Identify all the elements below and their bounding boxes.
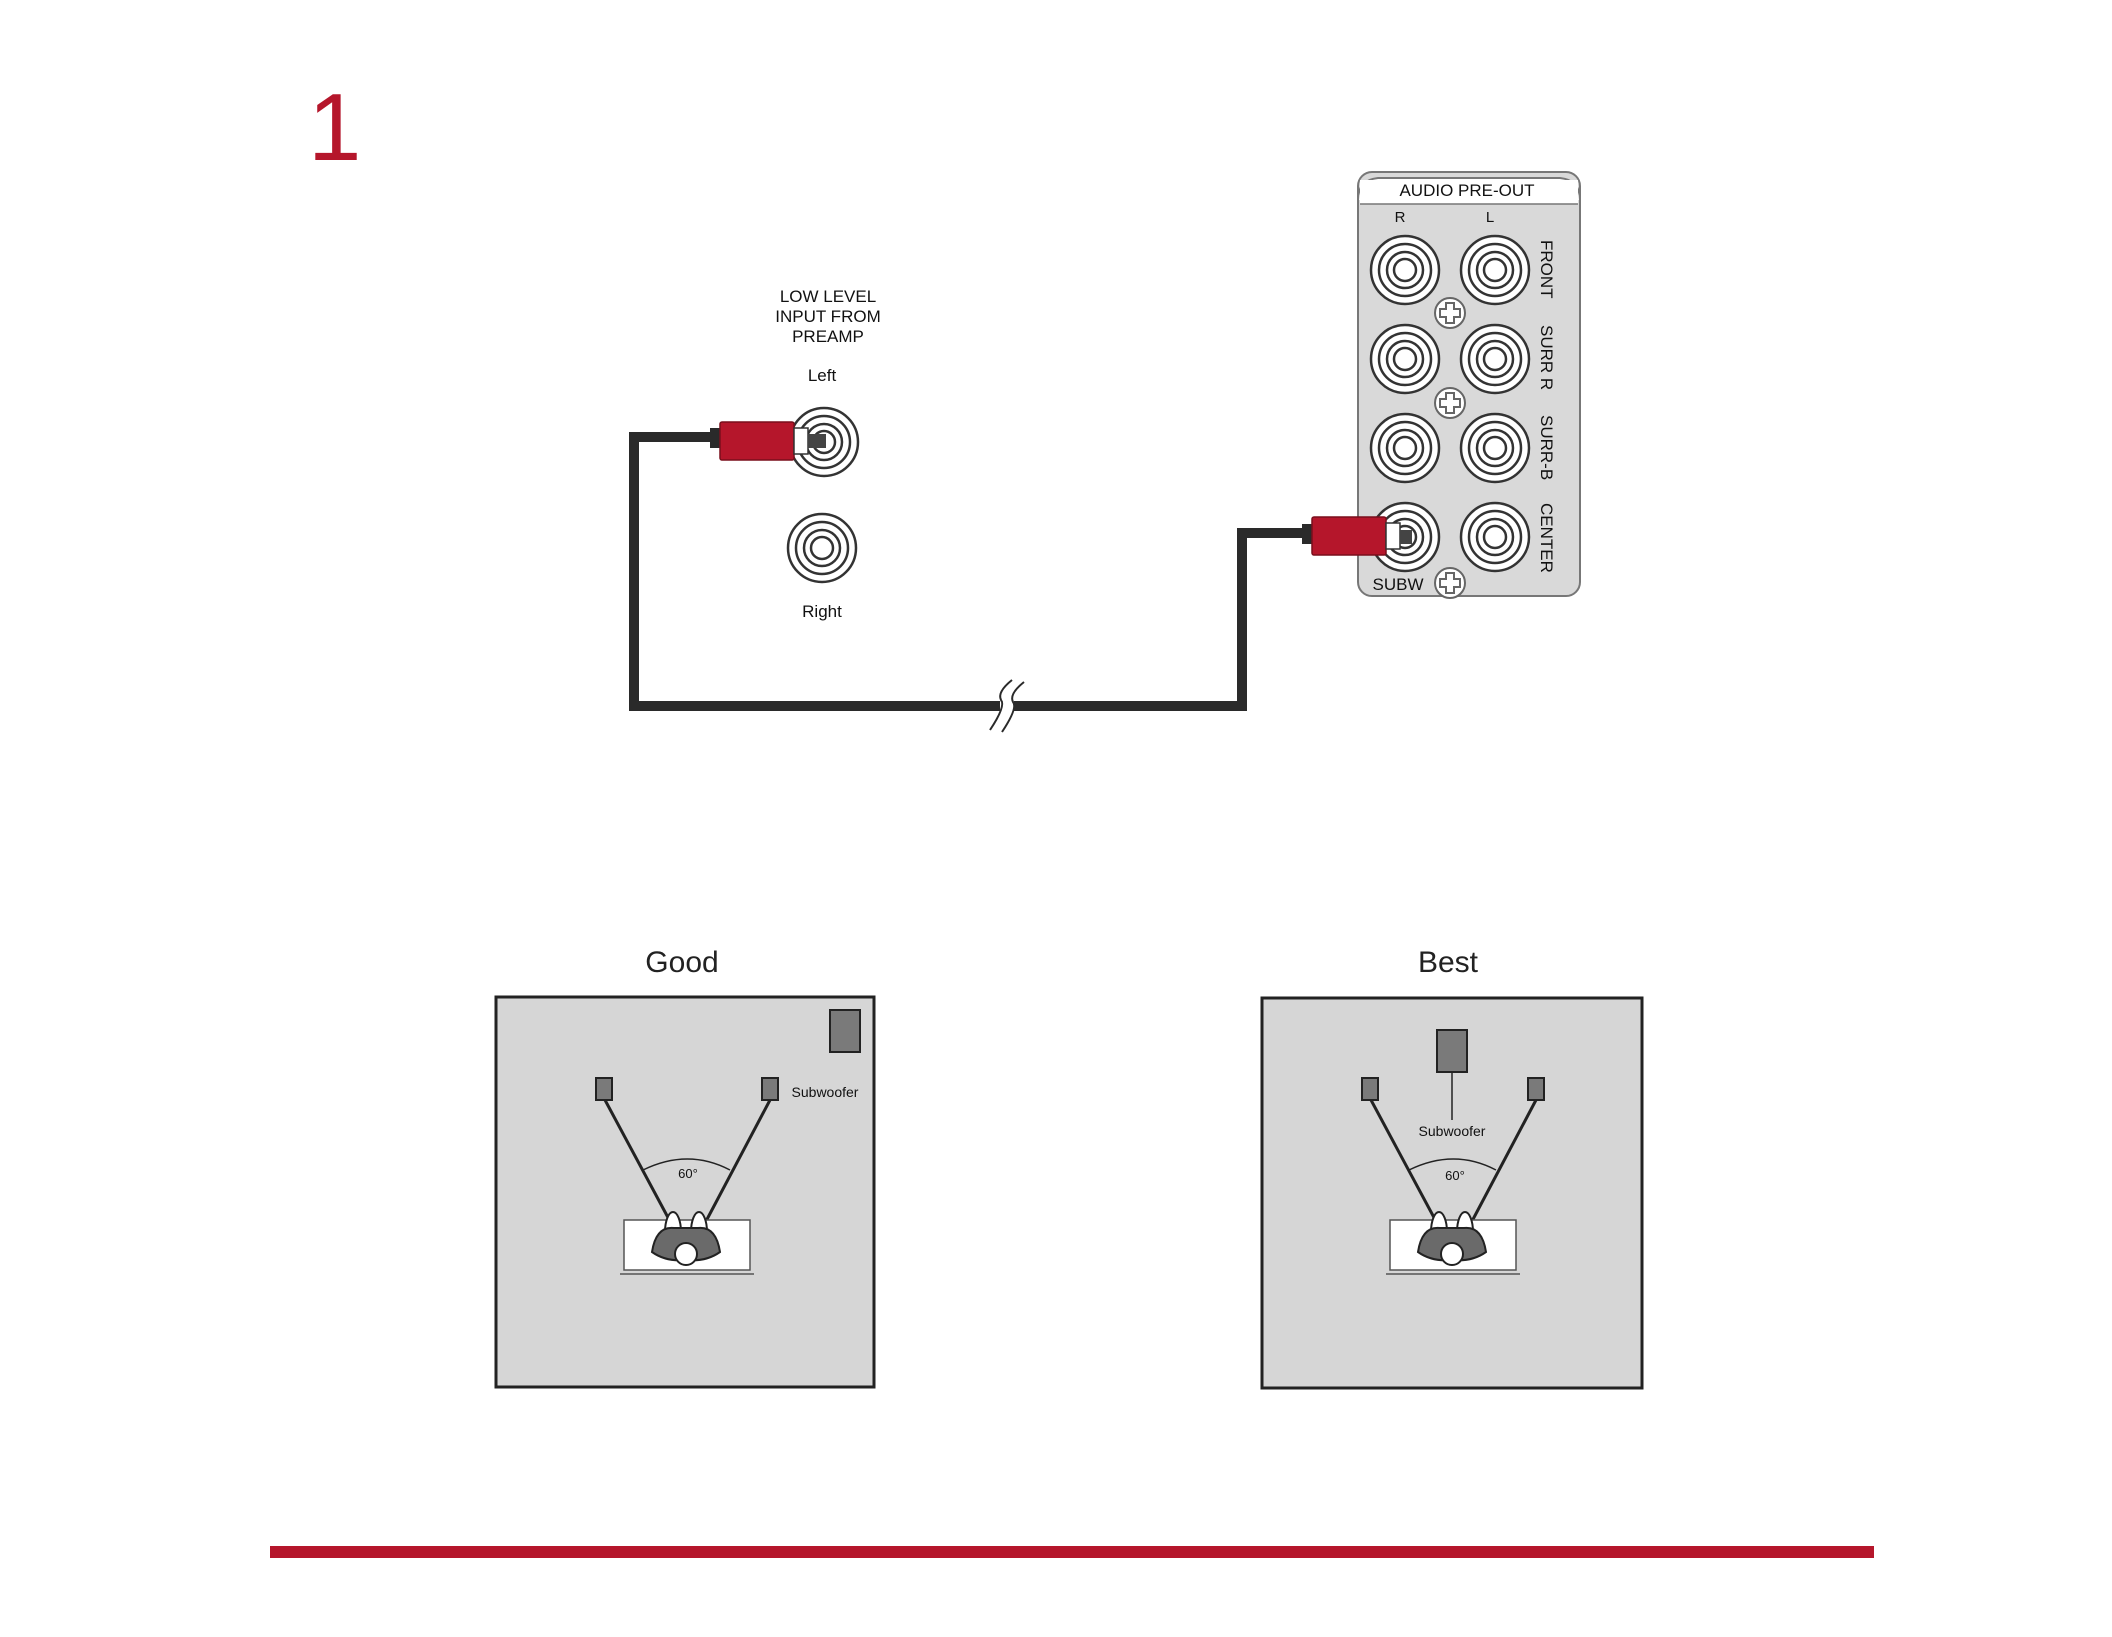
input-heading-line-3: PREAMP (792, 327, 864, 346)
surr-r-l-jack[interactable] (1461, 325, 1529, 393)
row-label-surr-b: SURR-B (1537, 415, 1556, 480)
subwoofer-cable (634, 437, 1310, 706)
low-level-input-heading: LOW LEVEL INPUT FROM PREAMP (775, 287, 880, 346)
best-right-speaker-icon (1528, 1078, 1544, 1100)
footer-accent-bar (270, 1546, 1874, 1558)
best-subwoofer-label: Subwoofer (1419, 1123, 1486, 1139)
input-heading-line-1: LOW LEVEL (780, 287, 876, 306)
good-subwoofer-label: Subwoofer (792, 1084, 859, 1100)
subw-label: SUBW (1373, 575, 1424, 594)
center-jack[interactable] (1461, 503, 1529, 571)
good-angle-label: 60° (678, 1166, 698, 1181)
best-title: Best (1418, 946, 1479, 979)
left-input-label: Left (808, 366, 837, 385)
good-left-speaker-icon (596, 1078, 612, 1100)
row-label-surr-r: SURR R (1537, 325, 1556, 390)
step-number: 1 (308, 74, 361, 181)
surr-b-l-jack[interactable] (1461, 414, 1529, 482)
subw-rca-plug (1302, 517, 1412, 555)
surr-b-r-jack[interactable] (1371, 414, 1439, 482)
preout-col-r: R (1395, 209, 1406, 226)
preout-col-l: L (1486, 209, 1494, 226)
best-subwoofer-icon (1437, 1030, 1467, 1072)
input-heading-line-2: INPUT FROM (775, 307, 880, 326)
best-angle-label: 60° (1445, 1168, 1465, 1183)
front-r-jack[interactable] (1371, 236, 1439, 304)
row-label-front: FRONT (1537, 240, 1556, 299)
surr-r-r-jack[interactable] (1371, 325, 1439, 393)
good-subwoofer-icon (830, 1010, 860, 1052)
best-room: Subwoofer 60° (1262, 998, 1642, 1388)
good-title: Good (645, 946, 718, 979)
panel-screw-icon (1435, 568, 1465, 598)
row-label-center: CENTER (1537, 503, 1556, 573)
panel-screw-icon (1435, 298, 1465, 328)
best-left-speaker-icon (1362, 1078, 1378, 1100)
right-input-label: Right (802, 602, 842, 621)
right-input-jack[interactable] (788, 514, 856, 582)
left-rca-plug (710, 422, 826, 460)
good-right-speaker-icon (762, 1078, 778, 1100)
panel-screw-icon (1435, 388, 1465, 418)
preout-title: AUDIO PRE-OUT (1399, 181, 1534, 200)
good-room: Subwoofer 60° (496, 997, 874, 1387)
front-l-jack[interactable] (1461, 236, 1529, 304)
